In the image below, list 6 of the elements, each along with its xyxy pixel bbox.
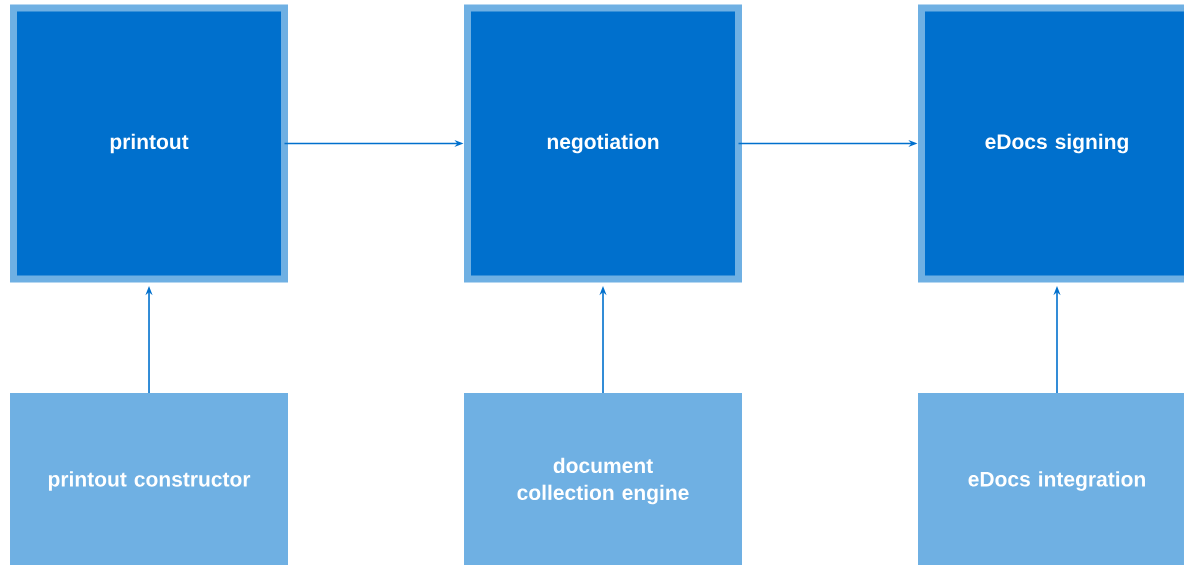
process-box: negotiation	[464, 4, 742, 283]
component-box: printout constructor	[10, 393, 288, 565]
component-box: document collection engine	[464, 393, 742, 565]
component-box: eDocs integration	[918, 393, 1184, 565]
process-box: eDocs signing	[918, 4, 1184, 283]
process-box: printout	[10, 4, 288, 283]
